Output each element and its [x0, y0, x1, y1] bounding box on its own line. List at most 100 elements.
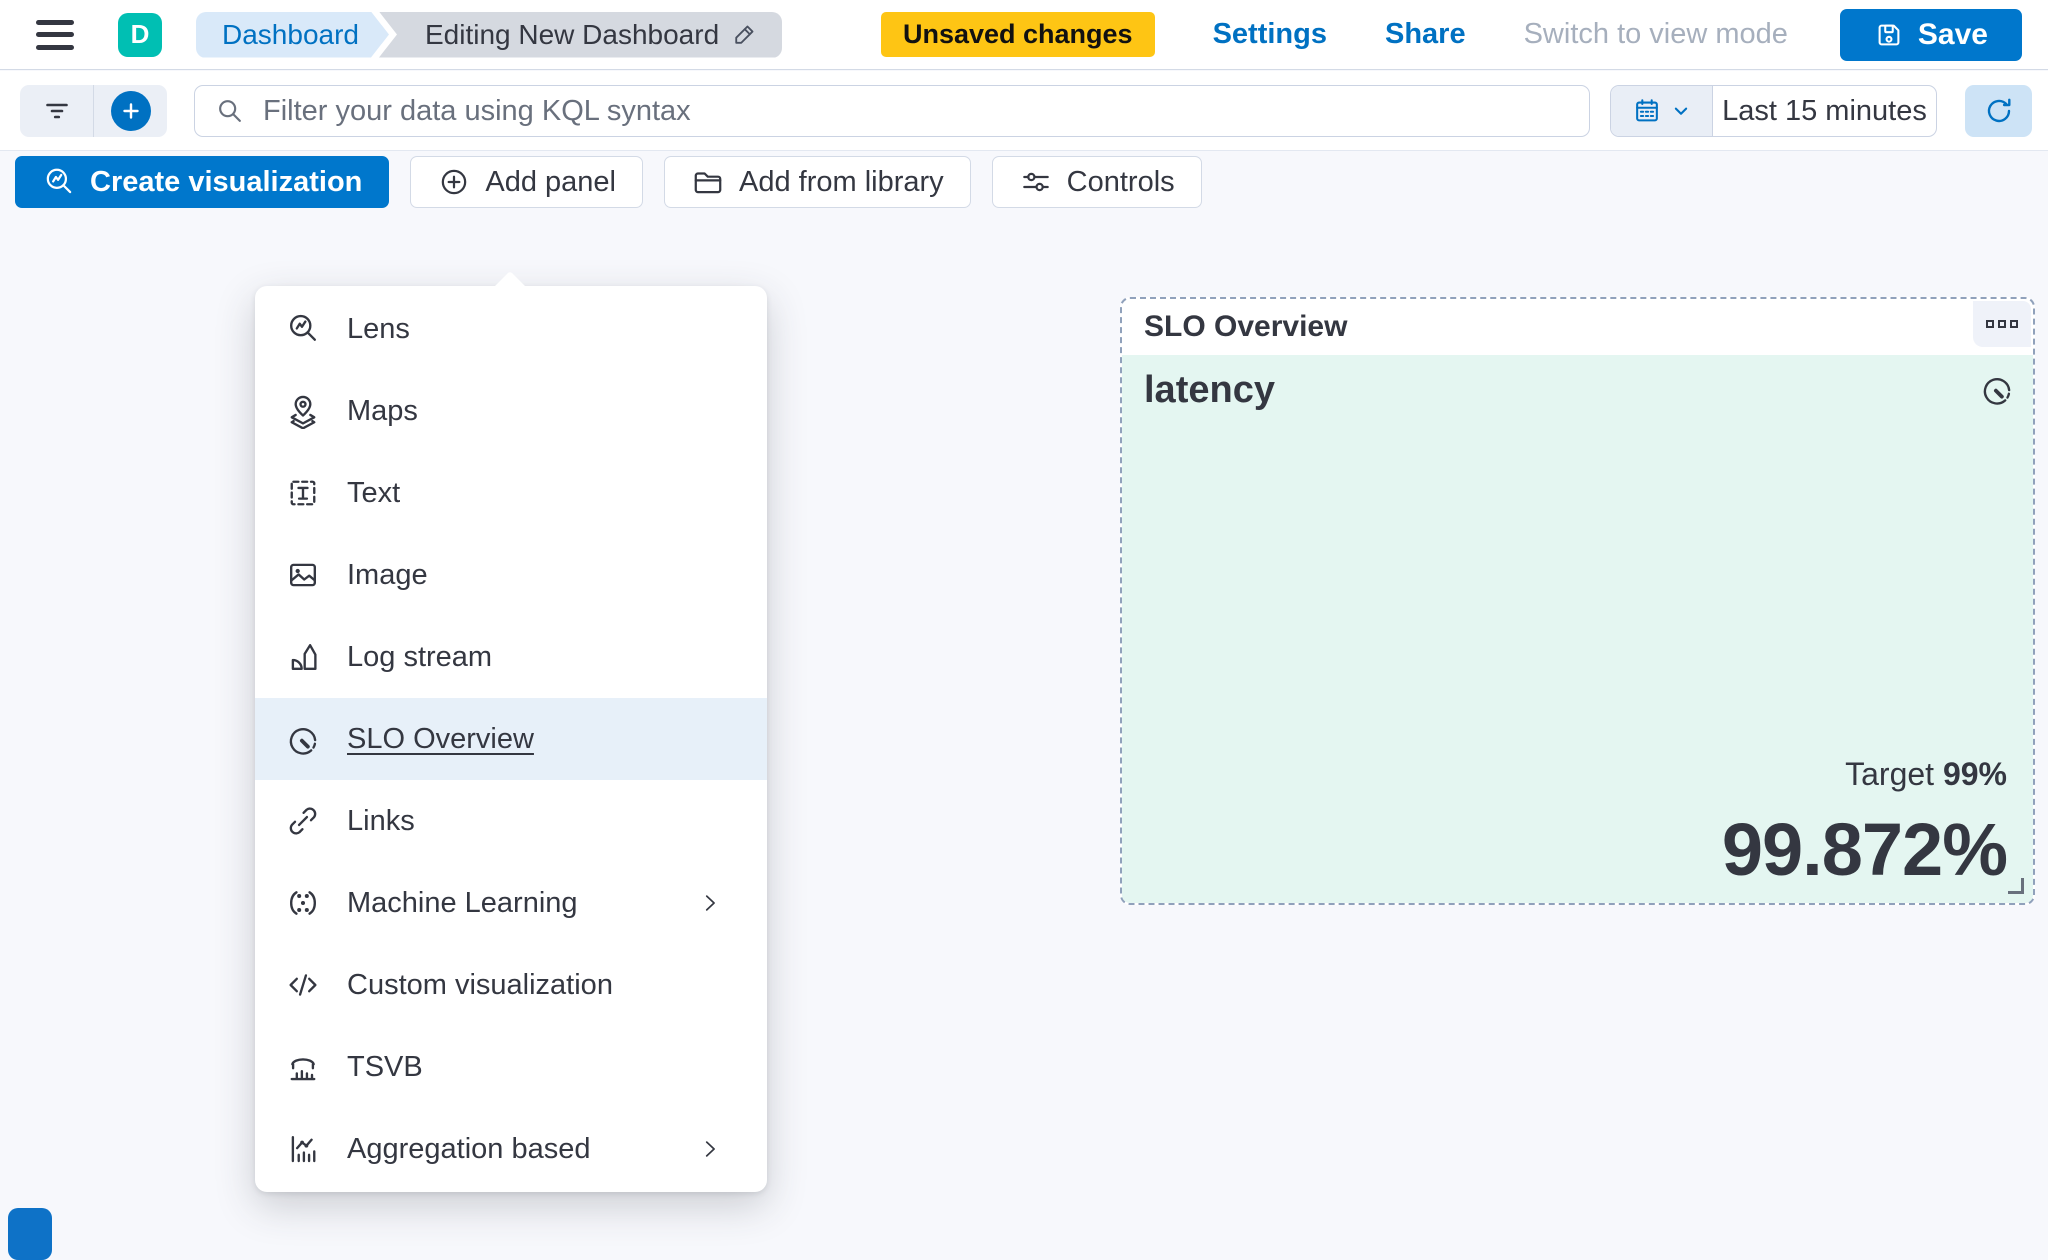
switch-to-view-mode-link[interactable]: Switch to view mode: [1523, 18, 1788, 50]
unsaved-changes-badge: Unsaved changes: [880, 12, 1155, 57]
controls-button[interactable]: Controls: [991, 156, 1202, 208]
refresh-icon: [1983, 95, 2015, 127]
boxes-horizontal-icon: [1998, 320, 2006, 328]
slo-value: 99.872%: [1721, 808, 2008, 891]
panel-options-button[interactable]: [1973, 301, 2031, 347]
menu-item-label: Links: [347, 804, 415, 837]
refresh-button[interactable]: [1965, 85, 2032, 137]
menu-item-text[interactable]: Text: [255, 452, 767, 534]
boxes-horizontal-icon: [1986, 320, 1994, 328]
kql-search-box: [194, 85, 1590, 137]
code-icon: [285, 967, 321, 1003]
panel-title: SLO Overview: [1144, 310, 1348, 343]
menu-item-aggregation-based[interactable]: Aggregation based: [255, 1108, 767, 1190]
menu-item-log-stream[interactable]: Log stream: [255, 616, 767, 698]
save-button-label: Save: [1917, 17, 1988, 51]
hamburger-bar: [36, 32, 74, 37]
chevron-right-icon: [697, 1136, 723, 1162]
lens-icon: [285, 311, 321, 347]
space-avatar[interactable]: D: [118, 12, 162, 57]
add-filter-button[interactable]: [94, 85, 167, 137]
boxes-horizontal-icon: [2010, 320, 2018, 328]
create-visualization-button[interactable]: Create visualization: [15, 156, 390, 208]
links-icon: [285, 803, 321, 839]
menu-item-label: TSVB: [347, 1050, 423, 1083]
hamburger-bar: [36, 44, 74, 50]
divider: [93, 85, 94, 137]
menu-item-label: Lens: [347, 312, 410, 345]
slo-target: Target 99%: [1845, 756, 2007, 793]
menu-item-lens[interactable]: Lens: [255, 288, 767, 370]
panel-header[interactable]: SLO Overview: [1122, 299, 2033, 355]
edit-title-pencil-icon[interactable]: [731, 21, 758, 48]
menu-item-label: Custom visualization: [347, 968, 613, 1001]
target-label: Target: [1845, 756, 1935, 792]
add-from-library-button[interactable]: Add from library: [664, 156, 971, 208]
menu-item-maps[interactable]: Maps: [255, 370, 767, 452]
slo-gauge-icon: [285, 721, 321, 757]
menu-item-machine-learning[interactable]: Machine Learning: [255, 862, 767, 944]
maps-icon: [285, 393, 321, 430]
hamburger-bar: [36, 19, 74, 25]
target-value: 99%: [1942, 756, 2007, 792]
kql-search-input[interactable]: [263, 94, 1569, 128]
add-filter-plus-icon: [110, 91, 151, 131]
breadcrumb: Dashboard Editing New Dashboard: [196, 11, 783, 58]
machine-learning-icon: [285, 885, 321, 921]
slo-metric-body: latency Target 99% 99.872%: [1122, 355, 2033, 903]
share-link[interactable]: Share: [1384, 18, 1466, 50]
menu-item-image[interactable]: Image: [255, 534, 767, 616]
save-button[interactable]: Save: [1839, 8, 2022, 61]
image-icon: [285, 557, 321, 593]
menu-item-label: Machine Learning: [347, 886, 578, 919]
filter-menu-button[interactable]: [20, 85, 93, 137]
breadcrumb-current-page[interactable]: Editing New Dashboard: [378, 11, 783, 58]
folder-icon: [691, 165, 725, 199]
edit-toolbar: Create visualization Add panel Add from …: [15, 156, 1202, 208]
menu-hamburger-icon[interactable]: [36, 19, 74, 50]
chevron-down-icon: [1670, 100, 1692, 122]
app-header: D Dashboard Editing New Dashboard Unsave…: [0, 0, 2048, 70]
settings-link[interactable]: Settings: [1212, 18, 1327, 50]
add-from-library-label: Add from library: [739, 165, 944, 198]
panel-resize-handle[interactable]: [2008, 878, 2024, 894]
breadcrumb-current-label: Editing New Dashboard: [424, 18, 720, 50]
header-actions: Unsaved changes Settings Share Switch to…: [880, 8, 2022, 61]
gauge-icon: [1979, 371, 2015, 407]
menu-item-label: Aggregation based: [347, 1132, 591, 1165]
time-range-value[interactable]: Last 15 minutes: [1722, 94, 1927, 127]
menu-item-tsvb[interactable]: TSVB: [255, 1026, 767, 1108]
time-range-picker: Last 15 minutes: [1610, 85, 1937, 137]
add-panel-label: Add panel: [485, 165, 616, 198]
menu-item-links[interactable]: Links: [255, 780, 767, 862]
save-icon: [1874, 20, 1904, 50]
filter-button-group: [20, 85, 167, 137]
search-icon: [215, 96, 245, 126]
chevron-right-icon: [697, 890, 723, 916]
lens-icon: [42, 165, 76, 199]
bottom-left-partial-button[interactable]: [8, 1208, 52, 1260]
menu-item-label: Text: [347, 476, 401, 509]
plus-icon: [118, 98, 144, 124]
menu-item-custom-visualization[interactable]: Custom visualization: [255, 944, 767, 1026]
date-picker-toggle[interactable]: [1611, 86, 1713, 136]
slo-name-label: latency: [1144, 369, 1275, 411]
query-bar: Last 15 minutes: [0, 71, 2048, 151]
controls-label: Controls: [1066, 165, 1175, 198]
aggregation-icon: [285, 1131, 321, 1167]
add-panel-button[interactable]: Add panel: [410, 156, 643, 208]
text-icon: [285, 475, 321, 511]
menu-item-slo-overview[interactable]: SLO Overview: [255, 698, 767, 780]
menu-item-label: SLO Overview: [347, 722, 534, 755]
menu-item-label: Maps: [347, 394, 418, 427]
tsvb-icon: [285, 1049, 321, 1085]
create-visualization-label: Create visualization: [90, 165, 363, 198]
breadcrumb-dashboard[interactable]: Dashboard: [196, 12, 389, 58]
sliders-icon: [1019, 165, 1053, 199]
slo-overview-panel[interactable]: SLO Overview latency Target 99% 99.872%: [1120, 297, 2035, 905]
menu-item-label: Log stream: [347, 640, 493, 673]
log-stream-icon: [285, 639, 321, 675]
